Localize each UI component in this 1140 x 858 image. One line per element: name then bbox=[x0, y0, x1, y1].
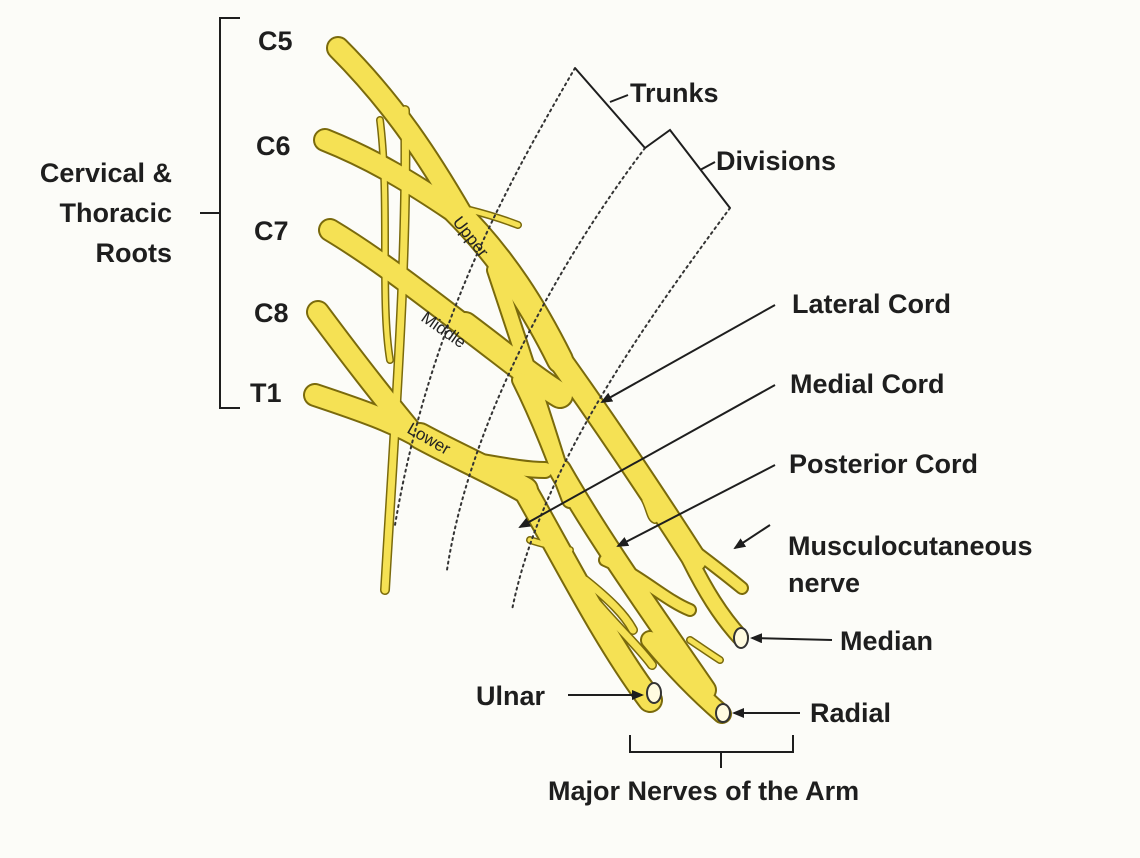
root-c7-label: C7 bbox=[254, 216, 289, 246]
roots-bracket bbox=[219, 17, 240, 409]
trunks-bracket-left bbox=[574, 67, 646, 149]
nerve-median-fill bbox=[683, 553, 747, 644]
median-medial-root-fill bbox=[600, 555, 695, 615]
trunk-middle-fill bbox=[453, 313, 572, 407]
musculocutaneous-label-line-2: nerve bbox=[788, 568, 860, 598]
root-t1-label: T1 bbox=[250, 378, 282, 408]
radial-cut-end bbox=[715, 703, 731, 723]
medial-cord-pointer bbox=[518, 384, 776, 528]
pointer-arrows bbox=[518, 304, 833, 718]
ulnar-label: Ulnar bbox=[476, 681, 546, 711]
root-c6-label: C6 bbox=[256, 131, 291, 161]
median-pointer bbox=[750, 633, 833, 644]
median-label: Median bbox=[840, 626, 933, 656]
separator-trunks-divisions bbox=[446, 147, 646, 571]
ulnar-branch-2-fill bbox=[586, 591, 656, 669]
dotted-separators bbox=[394, 67, 731, 611]
separator-roots-trunks bbox=[394, 67, 576, 526]
ulnar-cut-end bbox=[646, 682, 662, 704]
lateral-cord-pointer bbox=[600, 304, 776, 403]
root-c5-fill bbox=[328, 38, 472, 225]
divisions-label: Divisions bbox=[716, 146, 836, 176]
suprascapular-branch-fill bbox=[467, 207, 521, 228]
radial-label: Radial bbox=[810, 698, 891, 728]
trunk-upper-fill bbox=[443, 198, 572, 372]
roots-group-label-line-2: Thoracic bbox=[59, 198, 172, 228]
text-labels: C5 C6 C7 C8 T1 Cervical & Thoracic Roots… bbox=[40, 26, 1033, 806]
small-branch-1-fill bbox=[527, 537, 573, 553]
brackets bbox=[200, 17, 794, 768]
major-nerves-label: Major Nerves of the Arm bbox=[548, 776, 859, 806]
median-cut-end bbox=[733, 627, 749, 649]
posterior-cord-pointer bbox=[616, 464, 776, 547]
lateral-cord-label: Lateral Cord bbox=[792, 289, 951, 319]
vertical-strand-2-fill bbox=[377, 117, 393, 363]
roots-group-label-line-1: Cervical & bbox=[40, 158, 172, 188]
divisions-bracket-tick bbox=[699, 161, 716, 171]
trunks-label: Trunks bbox=[630, 78, 719, 108]
root-c5-label: C5 bbox=[258, 26, 293, 56]
musculocutaneous-pointer bbox=[733, 524, 771, 550]
trunks-bracket-tick bbox=[609, 94, 629, 103]
musculocutaneous-label-line-1: Musculocutaneous bbox=[788, 531, 1033, 561]
ulnar-branch-1-fill bbox=[581, 576, 637, 634]
root-c6-fill bbox=[315, 130, 462, 220]
lateral-cord-branch-fill bbox=[642, 497, 658, 523]
divisions-bracket bbox=[644, 128, 731, 209]
nerve-musculocutaneous-fill bbox=[675, 535, 747, 593]
cord-lateral-fill bbox=[549, 349, 706, 571]
small-branch-2-fill bbox=[687, 637, 723, 663]
nerve-radial-fill bbox=[642, 632, 730, 722]
medial-cord-label: Medial Cord bbox=[790, 369, 945, 399]
major-nerves-bracket bbox=[629, 735, 794, 753]
root-c8-label: C8 bbox=[254, 298, 289, 328]
posterior-cord-label: Posterior Cord bbox=[789, 449, 978, 479]
roots-group-label-line-3: Roots bbox=[96, 238, 173, 268]
separator-divisions-cords bbox=[511, 207, 731, 611]
nerve-cut-ends bbox=[646, 627, 749, 723]
division-lower-fill bbox=[463, 453, 552, 477]
